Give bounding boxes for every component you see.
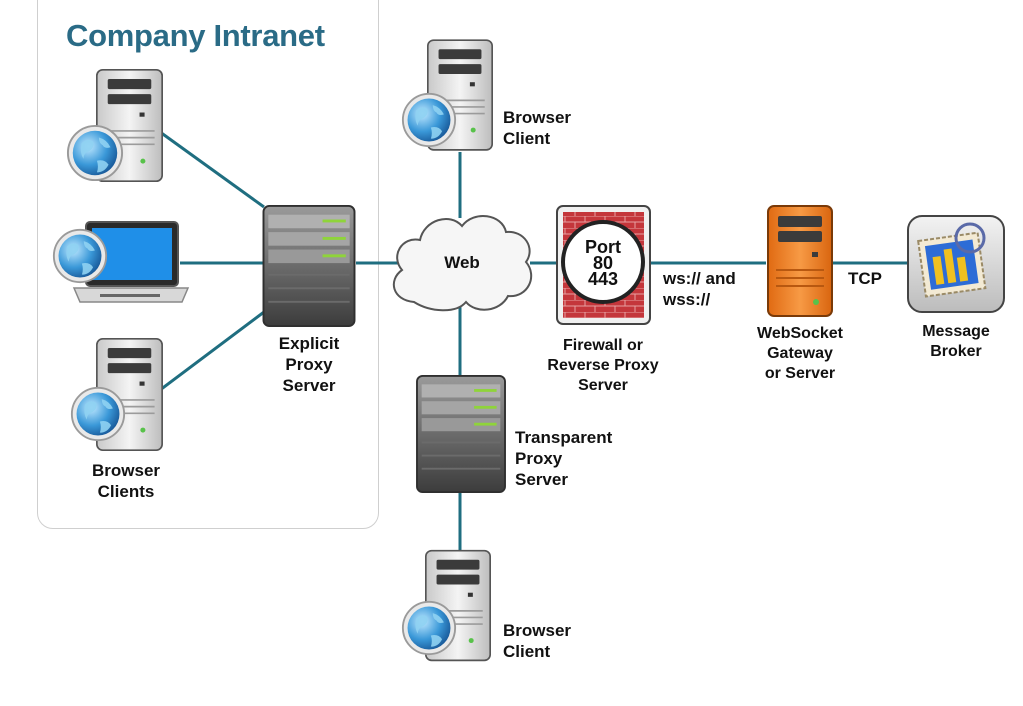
browser-client-label: Browser Client: [503, 108, 572, 148]
firewall-label: Firewall or Reverse Proxy Server: [547, 337, 659, 394]
proxy-server-icon: [416, 375, 506, 493]
browser-client-label: Browser Client: [503, 621, 572, 661]
transparent-proxy-label: Transparent Proxy Server: [515, 428, 613, 489]
globe-icon: [66, 124, 124, 182]
port-label: Port 80 443: [585, 237, 621, 289]
connector-lines: [159, 130, 908, 550]
cloud-icon: [392, 214, 533, 312]
explicit-proxy-label: Explicit Proxy Server: [278, 334, 340, 395]
message-broker-label: Message Broker: [922, 323, 990, 360]
globe-icon: [70, 386, 126, 442]
gateway-server-icon: [767, 205, 833, 317]
web-label: Web: [444, 253, 480, 272]
globe-icon: [401, 600, 457, 656]
browser-clients-label: Browser Clients: [91, 461, 161, 501]
tcp-label: TCP: [848, 269, 882, 288]
globe-icon: [52, 228, 108, 284]
page-title: Company Intranet: [66, 18, 325, 53]
firewall-icon: [556, 205, 651, 325]
websocket-gateway-label: WebSocket Gateway or Server: [757, 325, 843, 382]
globe-icon: [401, 92, 457, 148]
proxy-server-icon: [262, 205, 356, 327]
ws-protocol-label: ws:// and wss://: [663, 269, 736, 309]
laptop-icon: [72, 221, 190, 303]
message-broker-icon: [907, 215, 1005, 313]
